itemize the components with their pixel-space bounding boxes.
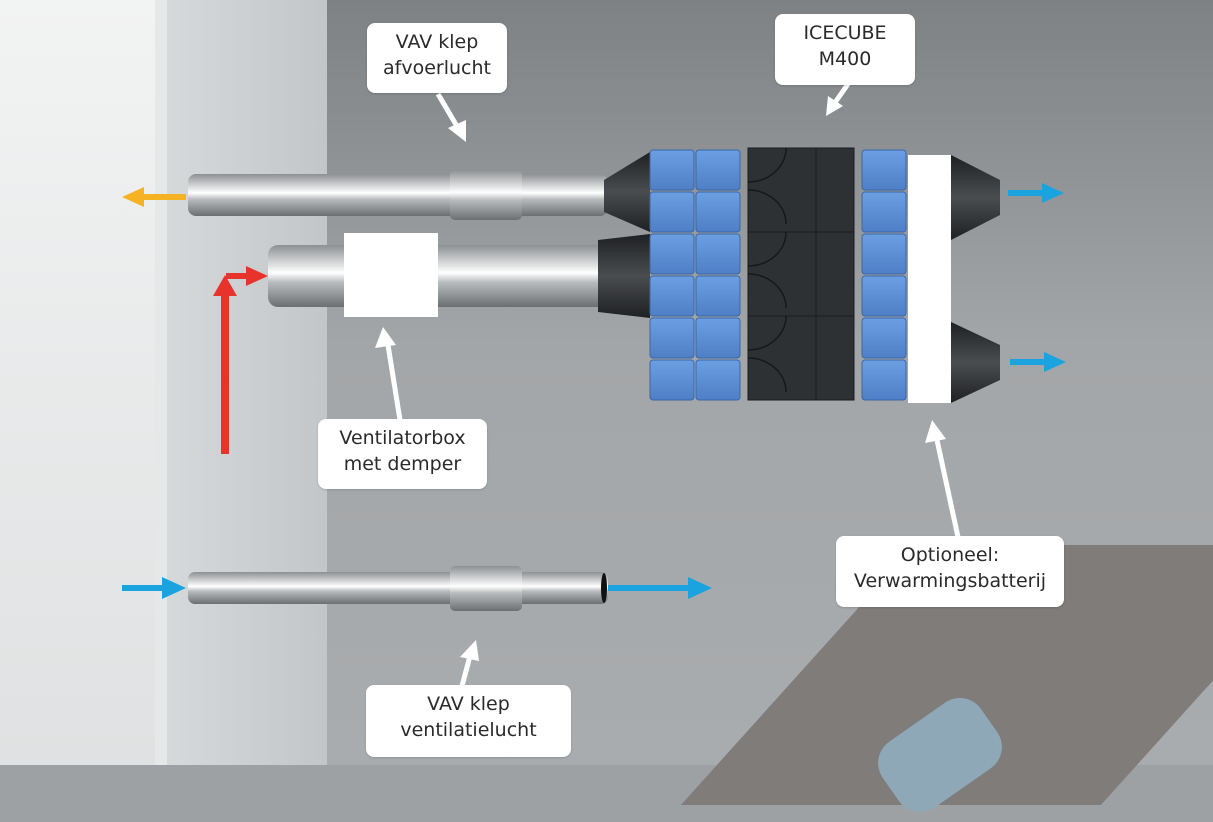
- arrow-supply-out: [608, 577, 712, 599]
- wall-near: [167, 0, 327, 765]
- blue-module: [695, 191, 741, 233]
- vav-valve-supply: [450, 566, 522, 611]
- blue-module: [861, 275, 907, 317]
- blue-module: [861, 359, 907, 401]
- exhaust-duct: [188, 170, 608, 220]
- arrow-supply-in: [122, 577, 186, 599]
- pointer-fan-box: [375, 327, 403, 421]
- black-module: [747, 231, 817, 317]
- label-text: Ventilatorbox: [339, 427, 466, 449]
- label-icecube: ICECUBE M400: [775, 14, 915, 85]
- blue-module: [861, 317, 907, 359]
- module-curve: [747, 189, 787, 225]
- outlet-cone-top: [951, 155, 1000, 240]
- label-text: met demper: [343, 453, 462, 475]
- inlet-cone-top: [604, 152, 650, 232]
- black-module: [815, 315, 855, 401]
- blue-module: [695, 233, 741, 275]
- module-curve: [747, 357, 787, 393]
- blue-module: [649, 275, 695, 317]
- label-text: afvoerlucht: [383, 57, 491, 79]
- heating-battery: [908, 155, 951, 403]
- label-text: Optioneel:: [900, 544, 1000, 566]
- pointer-heating: [925, 420, 961, 538]
- blue-module: [649, 191, 695, 233]
- module-curve: [747, 231, 787, 267]
- supply-duct: [188, 566, 608, 611]
- pointer-icecube: [826, 82, 851, 116]
- wall-far: [0, 0, 155, 765]
- blue-module: [861, 233, 907, 275]
- blue-module: [861, 191, 907, 233]
- blue-module: [649, 149, 695, 191]
- fan-box: [344, 233, 438, 317]
- vav-valve-exhaust: [450, 170, 522, 220]
- blue-module: [695, 275, 741, 317]
- module-curve: [747, 273, 787, 309]
- black-module: [747, 147, 817, 233]
- label-text: ICECUBE: [803, 22, 887, 44]
- icecube-unit: [649, 147, 907, 401]
- arrow-return-in: [213, 266, 268, 454]
- blue-module: [649, 233, 695, 275]
- arrow-outlet-bottom: [1010, 352, 1066, 372]
- blue-module: [695, 317, 741, 359]
- arrow-outlet-top: [1008, 183, 1064, 203]
- return-duct: [268, 233, 608, 317]
- label-heating: Optioneel: Verwarmingsbatterij: [836, 536, 1064, 607]
- blue-module: [649, 317, 695, 359]
- label-text: Verwarmingsbatterij: [853, 570, 1047, 592]
- outlet-cone-bottom: [951, 322, 1000, 403]
- blue-module: [695, 149, 741, 191]
- label-vav-exhaust: VAV klep afvoerlucht: [367, 23, 507, 93]
- label-text: VAV klep: [427, 693, 510, 715]
- black-module: [747, 315, 817, 401]
- label-vav-supply: VAV klep ventilatielucht: [366, 685, 571, 757]
- diagram-svg: [122, 82, 1066, 687]
- label-fan-box: Ventilatorbox met demper: [318, 419, 487, 489]
- black-module: [815, 231, 855, 317]
- arrow-exhaust-out: [122, 187, 186, 207]
- wall-edge: [155, 0, 167, 765]
- label-text: M400: [818, 48, 872, 70]
- label-text: VAV klep: [395, 31, 479, 53]
- module-curve: [747, 147, 787, 183]
- blue-module: [695, 359, 741, 401]
- module-curve: [747, 315, 787, 351]
- blue-module: [861, 149, 907, 191]
- inlet-cone-mid: [598, 234, 650, 318]
- pointer-vav-supply: [459, 640, 479, 687]
- pointer-vav-exhaust: [435, 92, 466, 142]
- blue-module: [649, 359, 695, 401]
- black-module: [815, 147, 855, 233]
- label-text: ventilatielucht: [400, 719, 537, 741]
